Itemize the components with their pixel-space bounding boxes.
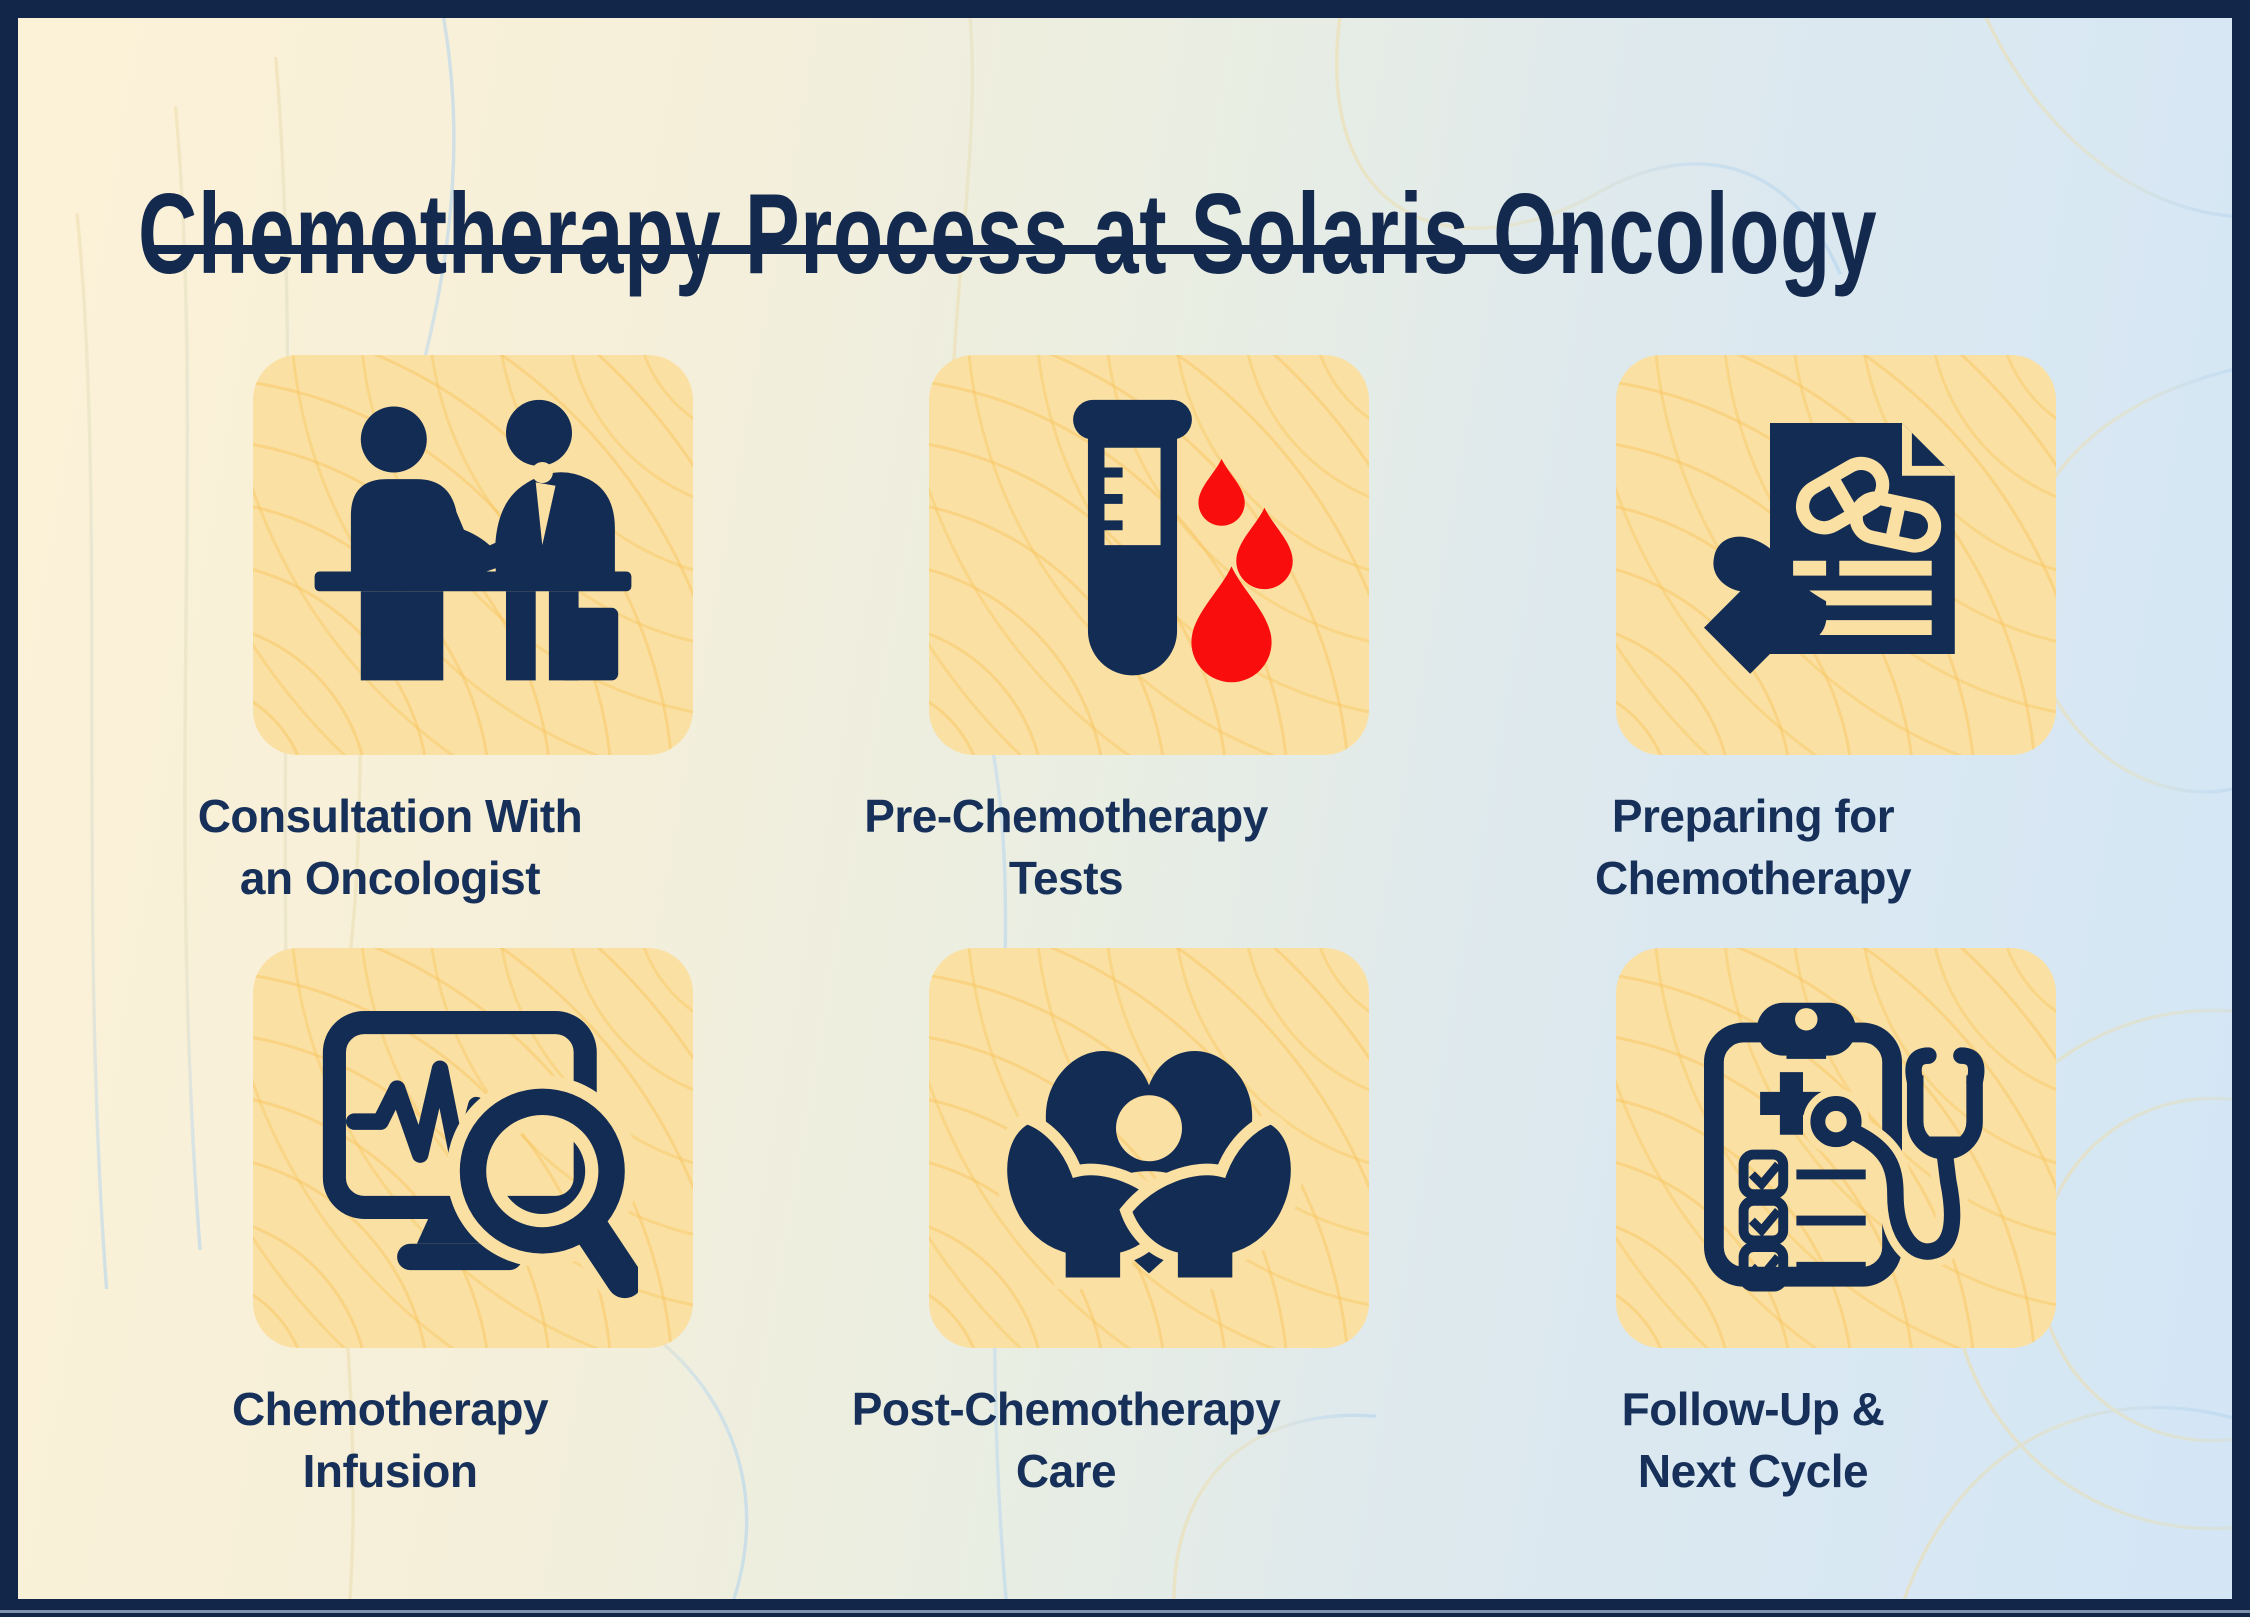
blood-test-tube-icon	[1073, 399, 1293, 683]
hands-holding-heart-card	[929, 948, 1369, 1348]
monitor-magnifier-icon	[322, 1011, 638, 1299]
medication-document-icon	[1704, 423, 1955, 674]
checklist-stethoscope-icon	[1704, 1002, 1985, 1292]
monitor-magnifier-card	[253, 948, 693, 1348]
step-pre-tests: Pre-Chemotherapy Tests	[829, 355, 1469, 909]
step-label: Preparing for Chemotherapy	[1594, 790, 1912, 905]
bottom-accent-line	[0, 1610, 2250, 1613]
step-consultation: Consultation With an Oncologist	[153, 355, 793, 909]
step-label: Pre-Chemotherapy Tests	[864, 790, 1268, 905]
step-preparing: Preparing for Chemotherapy	[1516, 355, 2156, 909]
consultation-card	[253, 355, 693, 755]
blood-test-card	[929, 355, 1369, 755]
oncologist-consultation-icon	[314, 399, 632, 681]
page-title: Chemotherapy Process at Solaris Oncology	[138, 171, 1878, 299]
title-underline	[148, 245, 1578, 254]
step-post-care: Post-Chemotherapy Care	[829, 948, 1469, 1502]
step-label: Post-Chemotherapy Care	[851, 1383, 1281, 1498]
step-label: Consultation With an Oncologist	[197, 790, 583, 905]
step-follow-up: Follow-Up & Next Cycle	[1516, 948, 2156, 1502]
step-label: Follow-Up & Next Cycle	[1621, 1383, 1885, 1498]
step-label: Chemotherapy Infusion	[231, 1383, 549, 1498]
step-infusion: Chemotherapy Infusion	[153, 948, 793, 1502]
medication-document-card	[1616, 355, 2056, 755]
checklist-stethoscope-card	[1616, 948, 2056, 1348]
hands-holding-heart-icon	[995, 1050, 1303, 1290]
